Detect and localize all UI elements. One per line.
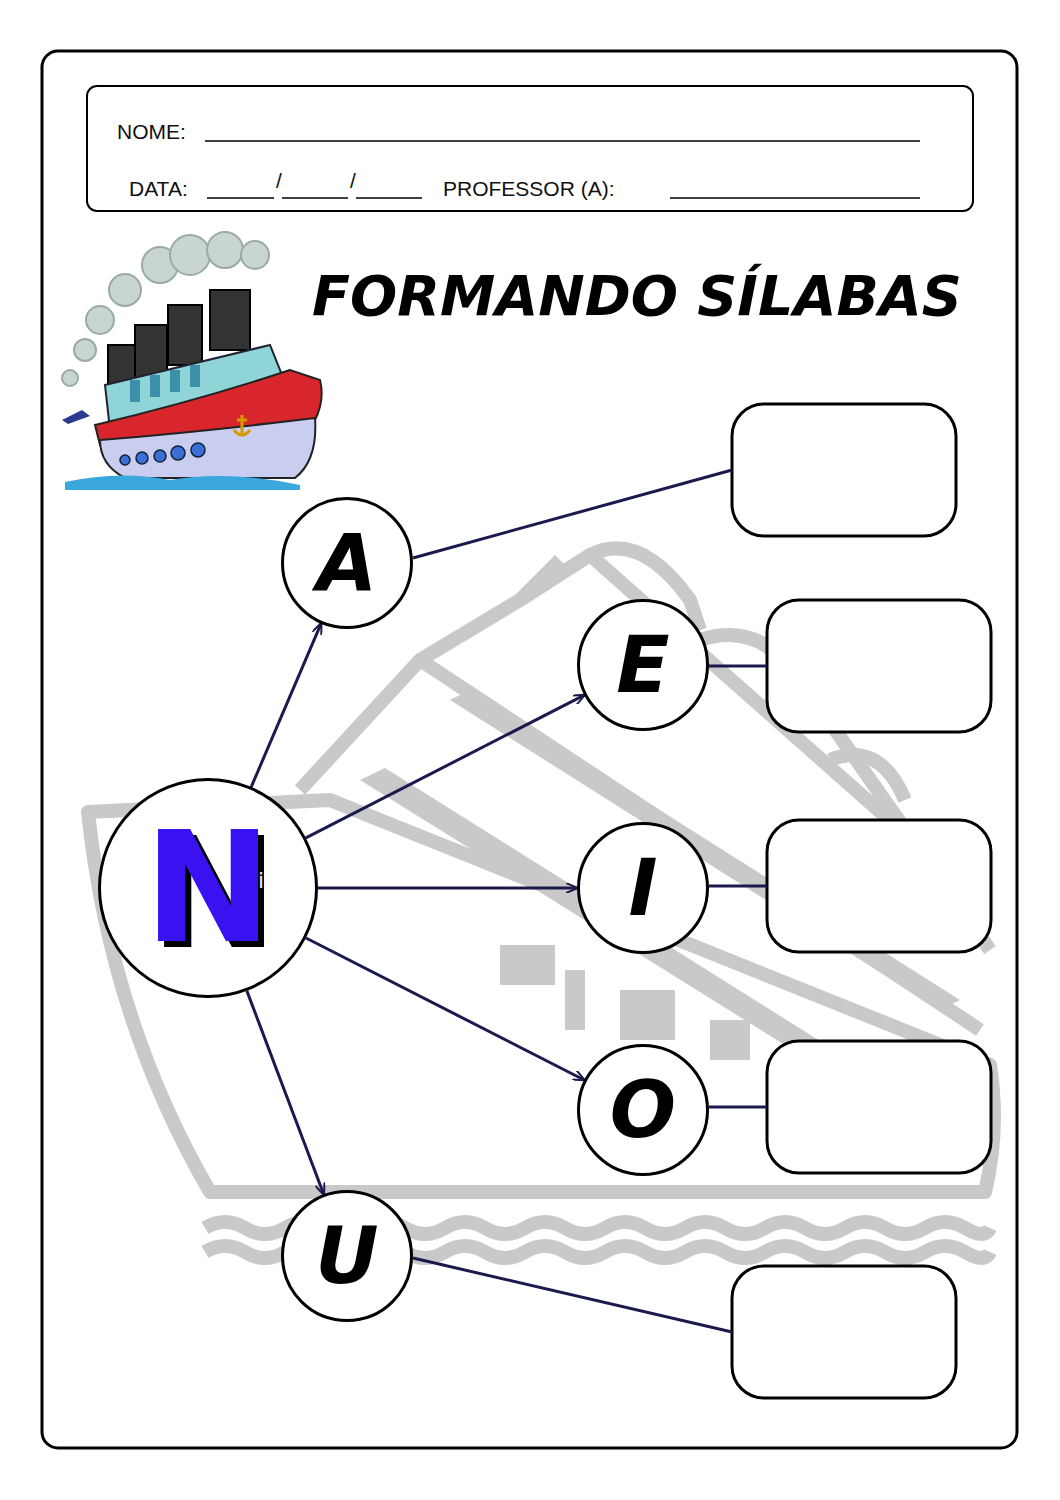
arrow-connector bbox=[251, 624, 321, 787]
header-box: NOME: DATA: / / PROFESSOR (A): bbox=[87, 86, 973, 211]
worksheet-title: FORMANDO SÍLABAS bbox=[312, 268, 962, 324]
vowel-letter: E bbox=[616, 620, 669, 710]
vowel-circle: A bbox=[281, 497, 413, 629]
header-field: / bbox=[350, 170, 356, 191]
consonant-circle: Ni bbox=[98, 778, 318, 998]
header-field: NOME: bbox=[117, 121, 186, 142]
page-frame bbox=[42, 51, 1017, 1448]
vowel-letter: A bbox=[317, 518, 377, 608]
vowel-circle: U bbox=[281, 1190, 413, 1322]
consonant-letter: N bbox=[144, 799, 272, 977]
header-frame bbox=[87, 86, 973, 211]
vowel-letter: U bbox=[315, 1211, 378, 1301]
arrow-connector bbox=[306, 695, 584, 838]
arrow-connector bbox=[318, 887, 577, 890]
arrow-connector bbox=[247, 991, 324, 1194]
vowel-letter: O bbox=[610, 1065, 676, 1155]
ship-illustration bbox=[62, 232, 322, 490]
watermark-ship bbox=[88, 548, 994, 1258]
header-field: PROFESSOR (A): bbox=[443, 178, 615, 199]
header-field: / bbox=[276, 170, 282, 191]
answer-boxes bbox=[732, 404, 991, 1398]
answer-lines bbox=[413, 470, 767, 1332]
header-field: DATA: bbox=[129, 178, 188, 199]
letter-name: i bbox=[258, 870, 264, 892]
arrow-connector bbox=[306, 938, 584, 1080]
header-blanks bbox=[205, 141, 920, 198]
vowel-circle: I bbox=[577, 822, 709, 954]
vowel-circle: E bbox=[577, 599, 709, 731]
vowel-circle: O bbox=[577, 1044, 709, 1176]
vowel-letter: I bbox=[628, 843, 657, 933]
